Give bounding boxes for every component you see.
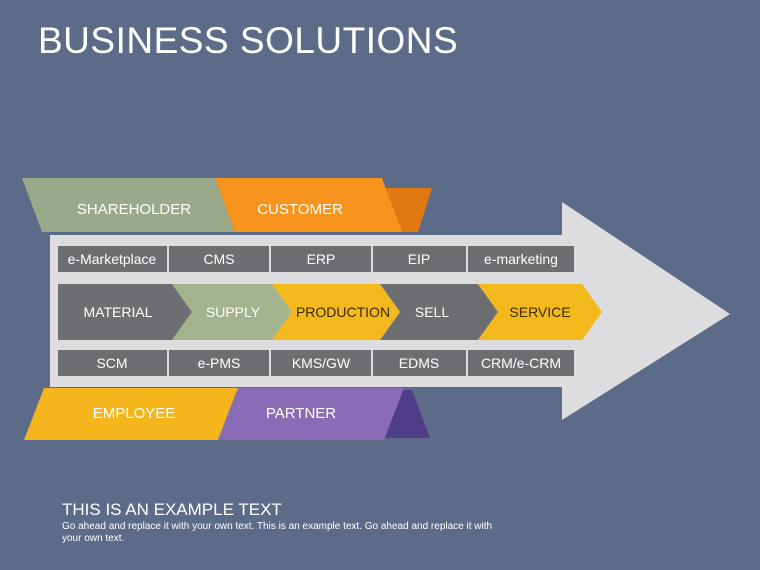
top-box-erp xyxy=(271,246,371,272)
process-supply xyxy=(172,284,292,340)
process-material xyxy=(58,284,192,340)
top-label-eip: EIP xyxy=(408,251,431,267)
page-title: BUSINESS SOLUTIONS xyxy=(38,20,459,61)
bottom-label-epms: e-PMS xyxy=(198,355,241,371)
bottom-row: SCM e-PMS KMS/GW EDMS CRM/e-CRM xyxy=(58,350,574,376)
shareholder-tab xyxy=(22,178,235,232)
bottom-label-crm: CRM/e-CRM xyxy=(481,355,561,371)
bottom-box-kmsgw xyxy=(271,350,371,376)
top-box-eip xyxy=(373,246,466,272)
bottom-label-kmsgw: KMS/GW xyxy=(292,355,351,371)
employee-tab xyxy=(24,388,238,440)
employee-label: EMPLOYEE xyxy=(93,405,176,422)
process-label-service: SERVICE xyxy=(509,304,570,320)
bottom-box-scm xyxy=(58,350,167,376)
customer-tab xyxy=(215,178,402,232)
top-box-cms xyxy=(169,246,269,272)
process-label-material: MATERIAL xyxy=(84,304,153,320)
top-row: e-Marketplace CMS ERP EIP e-marketing xyxy=(58,246,574,272)
top-label-erp: ERP xyxy=(307,251,336,267)
top-label-emarketplace: e-Marketplace xyxy=(68,251,157,267)
partner-label: PARTNER xyxy=(266,405,336,422)
bottom-label-edms: EDMS xyxy=(399,355,439,371)
process-label-sell: SELL xyxy=(415,304,449,320)
process-label-supply: SUPPLY xyxy=(206,304,261,320)
bottom-label-scm: SCM xyxy=(96,355,127,371)
top-label-emarketing: e-marketing xyxy=(484,251,558,267)
bottom-box-epms xyxy=(169,350,269,376)
customer-label: CUSTOMER xyxy=(257,201,343,218)
process-label-production: PRODUCTION xyxy=(296,304,390,320)
bottom-box-crm xyxy=(468,350,574,376)
process-service xyxy=(478,284,602,340)
process-production xyxy=(272,284,400,340)
partner-tab xyxy=(218,388,404,440)
shareholder-label: SHAREHOLDER xyxy=(77,201,191,218)
top-box-emarketing xyxy=(468,246,574,272)
process-sell xyxy=(380,284,498,340)
process-chain: MATERIAL SUPPLY PRODUCTION SELL SERVICE xyxy=(58,284,602,340)
top-box-emarketplace xyxy=(58,246,167,272)
bottom-box-edms xyxy=(373,350,466,376)
footer-body-text: Go ahead and replace it with your own te… xyxy=(62,521,493,544)
footer-heading: THIS IS AN EXAMPLE TEXT xyxy=(62,500,282,519)
top-label-cms: CMS xyxy=(203,251,234,267)
